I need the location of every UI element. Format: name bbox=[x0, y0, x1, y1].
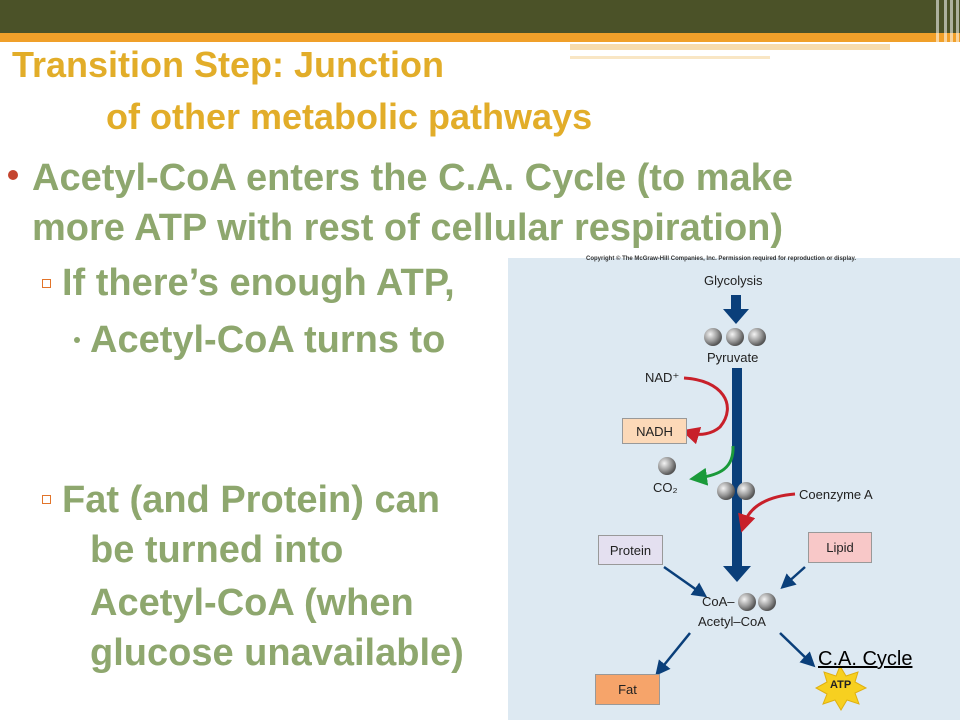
protein-arrow bbox=[663, 565, 708, 598]
co2-molecule bbox=[658, 457, 676, 475]
acetyl-coa-carbon-2 bbox=[758, 593, 776, 611]
fat-arrow bbox=[655, 632, 691, 676]
coenzyme-a-arrow bbox=[738, 492, 796, 533]
header-pale-strip bbox=[570, 44, 890, 50]
acetyl-coa-label: Acetyl–CoA bbox=[698, 614, 766, 629]
nad-label: NAD⁺ bbox=[645, 370, 680, 385]
co2-release-arrow bbox=[689, 445, 735, 486]
subsub-bullet-dot bbox=[74, 337, 80, 343]
glycolysis-arrow-shaft bbox=[731, 295, 741, 311]
main-bullet-line-1: Acetyl-CoA enters the C.A. Cycle (to mak… bbox=[32, 157, 793, 199]
sub-bullet-fat-line-2: be turned into bbox=[90, 529, 344, 571]
header-band bbox=[0, 0, 960, 33]
pyruvate-carbon-2 bbox=[726, 328, 744, 346]
nad-to-nadh-arrow bbox=[681, 376, 729, 445]
sub-bullet-fat-line-1: Fat (and Protein) can bbox=[62, 479, 440, 521]
coenzyme-a-label: Coenzyme A bbox=[799, 487, 873, 502]
header-accent-line bbox=[0, 33, 960, 42]
lipid-arrow bbox=[780, 566, 806, 590]
sub-bullet-square-2 bbox=[42, 495, 51, 504]
subsub-bullet-acetyl-coa: Acetyl-CoA turns to bbox=[90, 319, 446, 361]
pyruvate-carbon-3 bbox=[748, 328, 766, 346]
acetyl-carbon-1 bbox=[717, 482, 735, 500]
bullet-dot bbox=[8, 170, 18, 180]
acetyl-carbon-2 bbox=[737, 482, 755, 500]
co2-label: CO₂ bbox=[653, 480, 678, 495]
glycolysis-label: Glycolysis bbox=[704, 273, 763, 288]
ca-cycle-arrow bbox=[779, 632, 816, 668]
main-pathway-arrow-head bbox=[723, 566, 751, 582]
main-pathway-arrow-shaft bbox=[732, 368, 742, 568]
nadh-box: NADH bbox=[622, 418, 687, 444]
sub-bullet-fat-line-4: glucose unavailable) bbox=[90, 632, 464, 674]
acetyl-coa-carbon-1 bbox=[738, 593, 756, 611]
sub-bullet-square bbox=[42, 279, 51, 288]
atp-label: ATP bbox=[830, 679, 852, 691]
header-vertical-lines bbox=[930, 0, 960, 60]
fat-box: Fat bbox=[595, 674, 660, 705]
figure-copyright: Copyright © The McGraw-Hill Companies, I… bbox=[586, 256, 857, 262]
slide-title-line-2: of other metabolic pathways bbox=[106, 96, 593, 137]
slide-title-line-1: Transition Step: Junction bbox=[12, 44, 445, 85]
pyruvate-label: Pyruvate bbox=[707, 350, 759, 365]
pyruvate-carbon-1 bbox=[704, 328, 722, 346]
lipid-box: Lipid bbox=[808, 532, 872, 563]
protein-box: Protein bbox=[598, 535, 663, 565]
coa-label: CoA– bbox=[702, 594, 735, 609]
glycolysis-arrow-head bbox=[723, 309, 749, 324]
main-bullet-line-2: more ATP with rest of cellular respirati… bbox=[32, 207, 784, 249]
ca-cycle-link[interactable]: C.A. Cycle bbox=[818, 648, 913, 670]
header-pale-strip-2 bbox=[570, 56, 770, 59]
sub-bullet-enough-atp: If there’s enough ATP, bbox=[62, 262, 455, 304]
sub-bullet-fat-line-3: Acetyl-CoA (when bbox=[90, 582, 414, 624]
atp-star-icon bbox=[814, 664, 868, 711]
